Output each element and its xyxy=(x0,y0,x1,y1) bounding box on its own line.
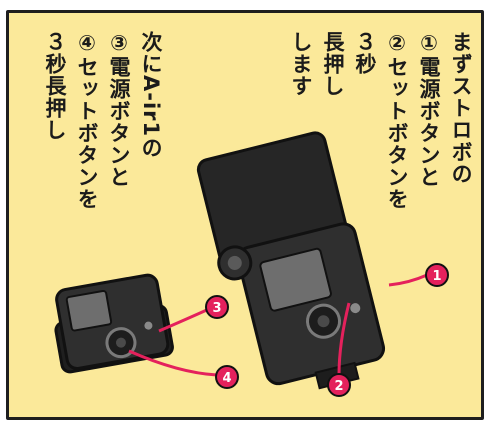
svg-text:2: 2 xyxy=(334,379,343,394)
instruction-line: ３秒長押し xyxy=(43,31,67,141)
strobe-illustration xyxy=(196,131,386,390)
strobe-body xyxy=(236,222,386,386)
comic-panel: まずストロボの ①電源ボタンと ②セットボタンを ３秒 長押し します 次にA-… xyxy=(6,10,484,420)
instruction-line: ④セットボタンを xyxy=(75,31,99,210)
marker-2: 2 xyxy=(327,373,351,397)
svg-text:4: 4 xyxy=(222,371,231,386)
marker-1: 1 xyxy=(425,263,449,287)
strobe-power-button xyxy=(350,303,361,314)
instruction-line: します xyxy=(289,31,313,97)
instruction-line: ３秒 xyxy=(353,31,377,75)
instruction-line: ①電源ボタンと xyxy=(417,31,441,188)
controller-power-button xyxy=(144,321,153,330)
svg-text:3: 3 xyxy=(212,301,221,316)
marker-4: 4 xyxy=(215,365,239,389)
strobe-screen xyxy=(259,247,332,312)
controller-illustration xyxy=(54,273,174,374)
illustration: 1 2 3 4 xyxy=(54,131,449,397)
instruction-line: ②セットボタンを xyxy=(385,31,409,210)
instruction-line: ③電源ボタンと xyxy=(107,31,131,188)
svg-text:1: 1 xyxy=(432,269,441,284)
marker-3: 3 xyxy=(205,295,229,319)
instruction-line: まずストロボの xyxy=(449,31,473,185)
instruction-line: 長押し xyxy=(321,31,345,97)
instruction-line: 次にA-ir1の xyxy=(139,31,163,160)
controller-screen xyxy=(65,289,113,332)
